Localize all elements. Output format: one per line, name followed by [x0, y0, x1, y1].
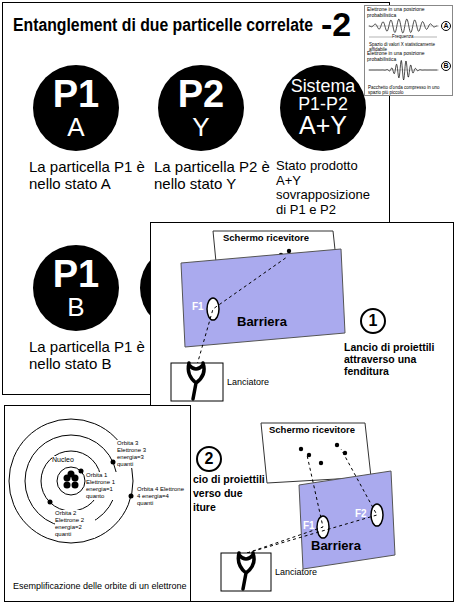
particle-name: P2 — [178, 75, 224, 114]
trajectory — [197, 257, 287, 365]
slit-label: F1 — [192, 301, 204, 313]
circle-content: P1B — [33, 245, 119, 331]
impact-dots — [299, 443, 347, 465]
particle-circle: P2YLa particella P2 è nello stato Y — [158, 65, 244, 151]
axis-label: Frequenza — [392, 34, 414, 39]
particle-name: A — [443, 22, 448, 29]
wave-packet — [369, 60, 437, 80]
callout-circle: A — [441, 21, 451, 31]
particle-circle: P1BLa particella P1 è nello stato B — [33, 245, 119, 331]
circle-content: P2Y — [158, 65, 244, 151]
state-caption: La particella P2 è nello stato Y — [154, 159, 272, 193]
barrier — [181, 249, 345, 347]
orbit-label: Orbita 4 Elettrone 4 energia=4 quanti — [137, 486, 185, 507]
title-suffix: -2 — [321, 5, 351, 44]
circle-content: A — [442, 22, 450, 30]
step-description: cio di proiettili — [193, 473, 265, 485]
wave-inset: A B Elettrone in una posizione probabilist… — [364, 5, 453, 96]
atom-panel: NucleoOrbita 1 Elettrone 1 energia=1 qua… — [4, 405, 191, 602]
particle-circle: P1ALa particella P1 è nello stato A — [33, 65, 119, 151]
step-description: iture — [193, 501, 216, 513]
barrier-label: Barriera — [237, 315, 287, 330]
nucleus-label: Nucleo — [52, 456, 74, 464]
launcher-box — [171, 363, 223, 401]
circle-content: Sistema P1-P2A+Y — [280, 65, 366, 151]
callout-circle: 1 — [360, 308, 386, 334]
state-caption: Stato prodotto A+Y sovrapposizione di P1… — [276, 159, 382, 217]
particle-name: P1 — [53, 75, 99, 114]
circle-content: 1 — [362, 310, 384, 332]
particle-name: 2 — [205, 451, 214, 467]
slingshot — [238, 553, 254, 589]
slit-experiment-panel: 12Schermo ricevitoreF1BarrieraLancio di … — [150, 222, 454, 602]
wave-note: Elettrone in una posizione probabilistic… — [367, 7, 439, 19]
state-letter: A+Y — [299, 113, 347, 139]
trajectory — [247, 449, 377, 553]
launcher-label: Lanciatore — [227, 377, 269, 387]
step-description: Lancio di proiettili attraverso una fend… — [344, 341, 448, 377]
orbits — [9, 419, 133, 543]
step-description: verso due — [193, 487, 243, 499]
wave — [369, 19, 437, 33]
particle-name: 1 — [369, 313, 378, 329]
state-letter: Y — [192, 114, 209, 141]
slingshot — [188, 363, 204, 399]
launcher-box — [221, 553, 271, 591]
barrier-label: Barriera — [311, 539, 361, 554]
callout-circle: B — [441, 61, 451, 71]
callout-circle: 2 — [196, 446, 222, 472]
launcher-label: Lanciatore — [275, 567, 317, 577]
title: Entanglement di due particelle correlate — [13, 15, 313, 36]
particle-name: P1 — [53, 255, 99, 294]
state-caption: La particella P1 è nello stato A — [29, 159, 147, 193]
slit-label: F1 — [303, 520, 315, 532]
screen-label: Schermo ricevitore — [223, 233, 309, 244]
figure-caption: Esemplificazione delle orbite di un elet… — [13, 581, 188, 591]
particle-name: B — [443, 62, 448, 69]
slit — [207, 298, 219, 320]
circle-content: P1A — [33, 65, 119, 151]
wave-note: Elettrone in una posizione probabilistic… — [367, 51, 439, 63]
slit-art — [151, 223, 454, 602]
particle-name: Sistema P1-P2 — [284, 77, 362, 113]
circle-content: 2 — [198, 448, 220, 470]
particle-circle: Sistema P1-P2A+YStato prodotto A+Y sovra… — [280, 65, 366, 151]
orbit-label: Orbita 2 Elettrone 2 energia=2 quanti — [55, 510, 95, 538]
circle-content: B — [442, 62, 450, 70]
state-letter: B — [67, 294, 84, 321]
slit-label: F2 — [355, 508, 367, 520]
orbit-label: Orbita 3 Elettrone 3 energia=3 quanti — [117, 440, 161, 468]
state-letter: A — [67, 114, 84, 141]
state-caption: La particella P1 è nello stato B — [29, 339, 147, 373]
orbit-label: Orbita 1 Elettrone 1 energia=1 quanto — [86, 472, 126, 500]
nucleus — [64, 471, 79, 489]
screen-label: Schermo ricevitore — [269, 425, 355, 436]
wave-note: Pacchetto d'onda compresso in uno spazio… — [368, 85, 450, 95]
